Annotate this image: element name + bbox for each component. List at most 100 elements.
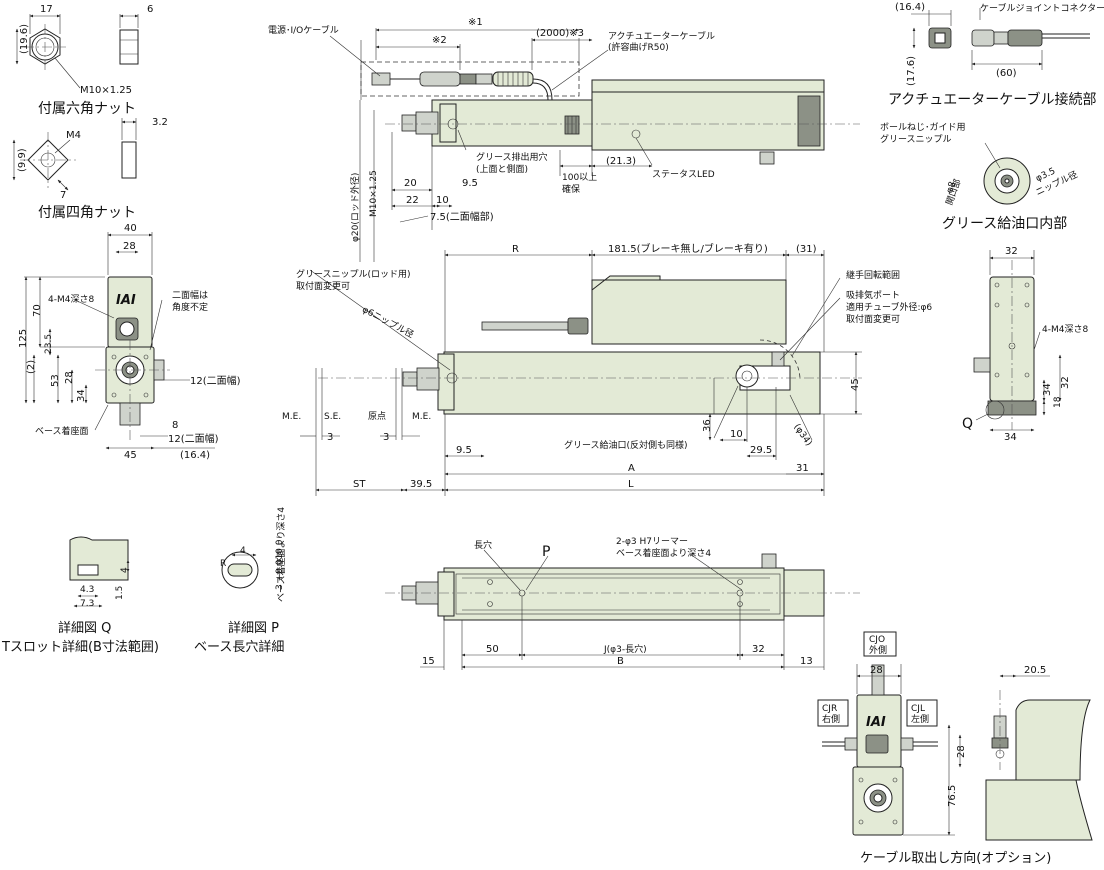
dim-34c: 34 — [1004, 432, 1017, 443]
dim-6: 6 — [147, 4, 153, 15]
power-cable-label: 電源･I/Oケーブル — [268, 24, 339, 36]
dim-7: 7 — [60, 190, 66, 201]
phi6-nipple-label: φ6ニップル径 — [360, 303, 416, 340]
min-100: 100以上 — [562, 172, 597, 183]
ballscrew-nipple-label-1: ボールねじ･ガイド用 — [880, 122, 966, 133]
note-1: ※1 — [468, 17, 483, 28]
dim-17: 17 — [40, 4, 53, 15]
dim-st: ST — [353, 479, 366, 490]
dim-125: 125 — [18, 329, 29, 348]
dim-28d: 28 — [956, 745, 967, 758]
dim-36: 36 — [702, 419, 713, 432]
cjo-label-2: 外側 — [869, 644, 887, 656]
dim-39-5: 39.5 — [410, 479, 432, 490]
square-nut-view: M4 (9.9) 7 3.2 付属四角ナット — [12, 117, 168, 221]
joint-rotation-label: 継手回転範囲 — [846, 269, 900, 281]
front-view: IAI 40 28 125 70 23.5 (2) 53 28 34 45 — [18, 223, 241, 461]
dim-22: 22 — [406, 195, 419, 206]
cable-direction-view: IAI CJO 外側 CJR 右側 CJL 左側 28 76.5 28 — [817, 631, 1093, 866]
dim-31: (31) — [796, 244, 817, 255]
dim-32c: 32 — [1060, 376, 1071, 389]
dim-31b: 31 — [796, 463, 809, 474]
m4-depth-label: 4-M4深さ8 — [48, 294, 94, 305]
j-label: J(φ3-長穴) — [603, 643, 647, 655]
dim-13: 13 — [800, 656, 813, 667]
dim-32d: 32 — [752, 644, 765, 655]
reamer-label-2: ベース着座面より深さ4 — [616, 547, 711, 559]
actuator-cable-label: アクチュエーターケーブル — [608, 30, 715, 42]
dim-r: R — [512, 244, 519, 255]
phi8-label: φ8 — [945, 180, 958, 195]
rod-thread-label: M10×1.25 — [369, 170, 379, 217]
dim-60: (60) — [996, 68, 1017, 79]
dim-40: 40 — [124, 223, 137, 234]
width-12a: 12(二面幅) — [190, 374, 241, 387]
ballscrew-nipple-label-2: グリースニップル — [880, 133, 952, 145]
dim-16-4b: (16.4) — [895, 2, 925, 13]
detail-q-subtitle: Tスロット詳細(B寸法範囲) — [1, 639, 159, 655]
me-label-2: M.E. — [412, 412, 431, 422]
bottom-view: 長穴 P 2-φ3 H7リーマー ベース着座面より深さ4 50 J(φ3-長穴)… — [385, 537, 860, 670]
detail-p: 4 R 3 +0.010 0 ベース着座面より深さ4 詳細図 P ベース長穴詳細 — [194, 507, 287, 655]
dim-19-6: (19.6) — [19, 24, 30, 54]
seat-depth-label: ベース着座面より深さ4 — [275, 507, 287, 602]
grease-port-title: グリース給油口内部 — [942, 216, 1067, 232]
iai-logo: IAI — [116, 293, 136, 308]
width-7-5: 7.5(二面幅部) — [430, 210, 494, 223]
se-label: S.E. — [324, 412, 341, 422]
iai-logo-2: IAI — [866, 715, 886, 730]
dim-3a: 3 — [327, 432, 333, 443]
width-across-label-1: 二面幅は — [172, 289, 208, 301]
dim-15: 15 — [422, 656, 435, 667]
m4-label: M4 — [66, 130, 81, 141]
cjo-label-1: CJO — [869, 635, 885, 645]
cjl-label-1: CJL — [911, 704, 925, 714]
dim-28: 28 — [123, 241, 136, 252]
p-label: P — [542, 544, 550, 560]
dim-50: 50 — [486, 644, 499, 655]
dim-10: 10 — [436, 195, 449, 206]
dim-3-tol: 3 +0.010 0 — [275, 539, 285, 590]
dim-29-5: 29.5 — [750, 445, 772, 456]
r-label: R — [220, 559, 226, 569]
note-2: ※2 — [432, 35, 447, 46]
air-port-label-3: 取付面変更可 — [846, 313, 900, 325]
air-port-label-2: 適用チューブ外径:φ6 — [846, 301, 932, 313]
detail-q: 4 1.5 4.3 7.3 詳細図 Q Tスロット詳細(B寸法範囲) — [1, 536, 159, 655]
right-end-view: 32 4-M4深さ8 32 34 18 34 Q — [962, 246, 1088, 443]
dim-7-3: 7.3 — [80, 599, 94, 609]
status-led-label: ステータスLED — [652, 169, 715, 180]
q-label: Q — [962, 416, 973, 432]
note-2000: (2000)※3 — [536, 28, 584, 39]
grease-exhaust-label-2: (上面と側面) — [476, 163, 528, 175]
detail-p-title: 詳細図 P — [228, 620, 279, 636]
dim-70: 70 — [32, 304, 43, 317]
dim-28c: 28 — [870, 665, 883, 676]
cjl-label-2: 左側 — [911, 713, 929, 725]
dim-45b: 45 — [850, 378, 861, 391]
dim-34: 34 — [76, 389, 87, 402]
dim-28b: 28 — [64, 371, 75, 384]
cable-joint-title: アクチュエーターケーブル接続部 — [888, 91, 1096, 108]
dim-3-2: 3.2 — [152, 117, 168, 128]
dim-20-5: 20.5 — [1024, 665, 1046, 676]
grease-port-view: ボールねじ･ガイド用 グリースニップル φ8 開口部 φ3.5 ニップル径 グリ… — [880, 122, 1079, 232]
long-hole-label: 長穴 — [474, 539, 492, 551]
dim-l: L — [628, 479, 634, 490]
dim-9-5b: 9.5 — [456, 445, 472, 456]
grease-exhaust-label-1: グリース排出用穴 — [476, 151, 548, 163]
top-side-view: ※1 ※2 (2000)※3 電源･I/Oケーブル アクチュエーターケーブル (… — [268, 17, 860, 262]
dim-9-5: 9.5 — [462, 178, 478, 189]
cable-direction-title: ケーブル取出し方向(オプション) — [860, 850, 1051, 866]
bend-radius-label: (許容曲げR50) — [608, 41, 669, 53]
dim-21-3: (21.3) — [606, 156, 636, 167]
dim-4: 4 — [120, 567, 130, 573]
origin-label: 原点 — [368, 411, 386, 422]
square-nut-title: 付属四角ナット — [38, 205, 136, 221]
dim-4b: 4 — [240, 546, 246, 556]
dim-76-5: 76.5 — [947, 785, 958, 807]
dim-34b: 34 — [1042, 383, 1053, 396]
dim-45: 45 — [124, 450, 137, 461]
dim-b: B — [617, 656, 624, 667]
